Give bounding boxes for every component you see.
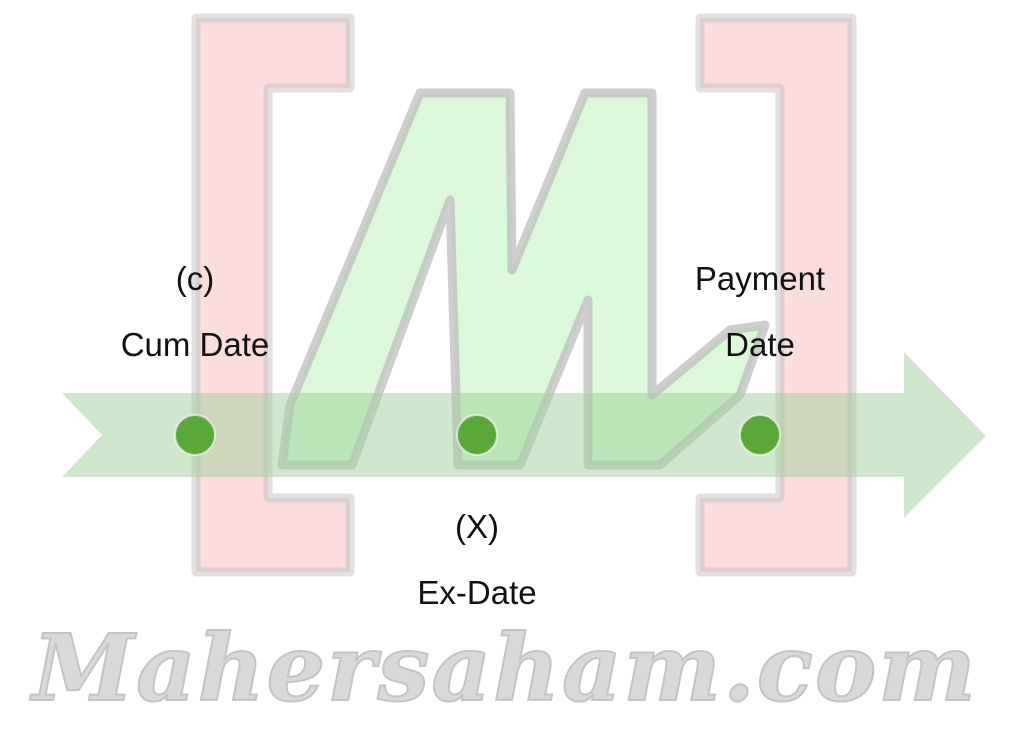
cum-date-symbol: (c) [175, 260, 215, 297]
watermark-left-bracket [191, 13, 355, 577]
timeline-arrow [62, 352, 986, 518]
watermark-text: Mahersaham.com [29, 614, 977, 722]
payment-date-label-line2: Date [725, 326, 795, 363]
payment-date-point [739, 414, 781, 456]
payment-date-label-line1: Payment [694, 260, 826, 297]
ex-date-symbol: (X) [455, 508, 499, 545]
cum-date-label: Cum Date [120, 326, 270, 363]
ex-date-point [456, 414, 498, 456]
cum-date-point [174, 414, 216, 456]
ex-date-label: Ex-Date [417, 574, 537, 611]
